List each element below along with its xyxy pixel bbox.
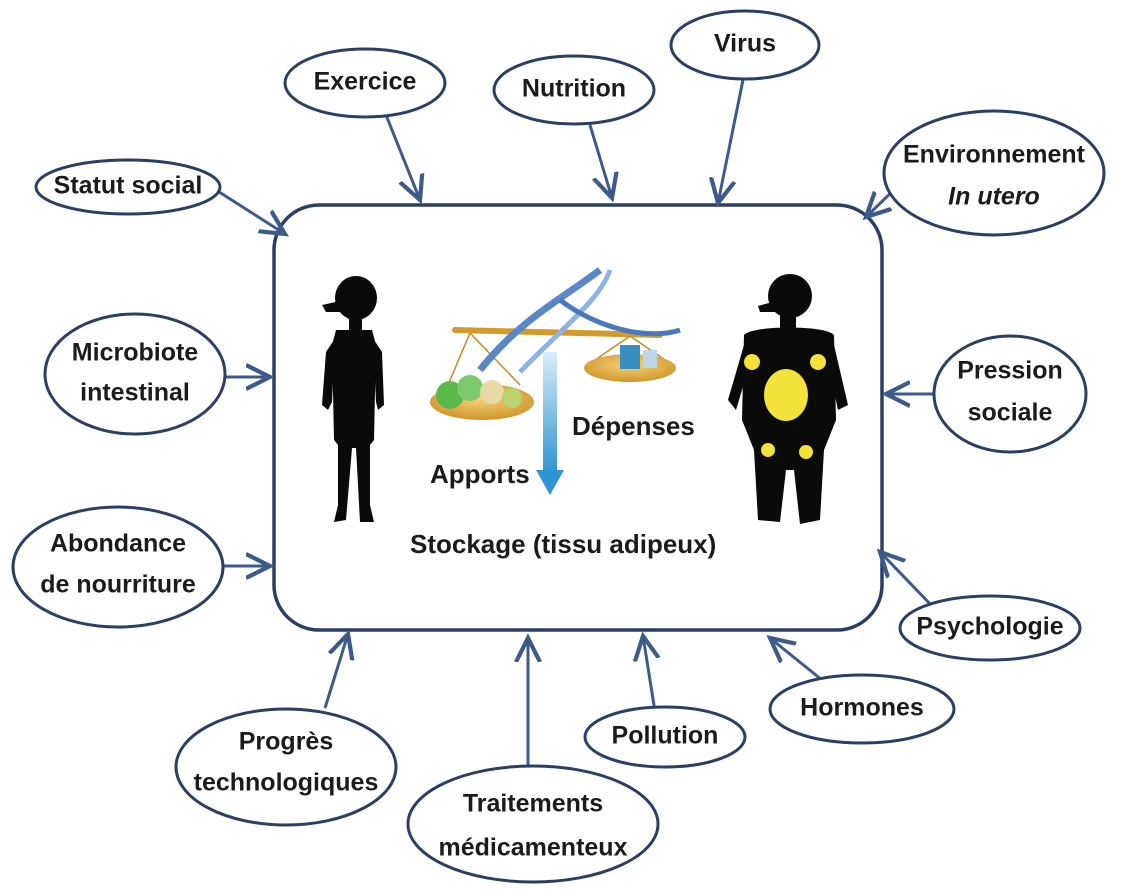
lean-person-icon: [322, 276, 384, 522]
label-environnement: Environnement: [903, 141, 1086, 169]
label-microbiote: Microbiote: [72, 339, 198, 367]
label-exercice: Exercice: [314, 68, 417, 96]
label-pollution: Pollution: [612, 722, 719, 750]
label-abondance: Abondance: [50, 530, 186, 558]
label-virus: Virus: [714, 30, 776, 58]
central-box: [272, 203, 884, 632]
label-psychologie: Psychologie: [916, 613, 1063, 641]
label-apports: Apports: [430, 459, 530, 489]
label-pression: Pression: [957, 357, 1063, 385]
label-traitements: Traitements: [463, 790, 603, 818]
label-de-nourriture: de nourriture: [40, 571, 196, 599]
label-nutrition: Nutrition: [522, 75, 626, 103]
label-in-utero: In utero: [948, 183, 1040, 211]
label-depenses: Dépenses: [572, 411, 695, 441]
label-progres: Progrès: [239, 728, 333, 756]
label-intestinal: intestinal: [80, 379, 190, 407]
arrows: [215, 69, 937, 780]
label-hormones: Hormones: [800, 694, 924, 722]
factor-labels: Exercice Nutrition Virus Environnement I…: [40, 30, 1085, 862]
label-statut-social: Statut social: [54, 172, 203, 200]
factor-bubbles: [11, 9, 1106, 884]
label-stockage: Stockage (tissu adipeux): [410, 529, 716, 559]
label-technologiques: technologiques: [194, 769, 379, 797]
obese-person-icon: [728, 274, 848, 524]
label-sociale: sociale: [968, 399, 1053, 427]
label-medicamenteux: médicamenteux: [439, 834, 628, 862]
scale-dna-icon: [430, 267, 681, 495]
